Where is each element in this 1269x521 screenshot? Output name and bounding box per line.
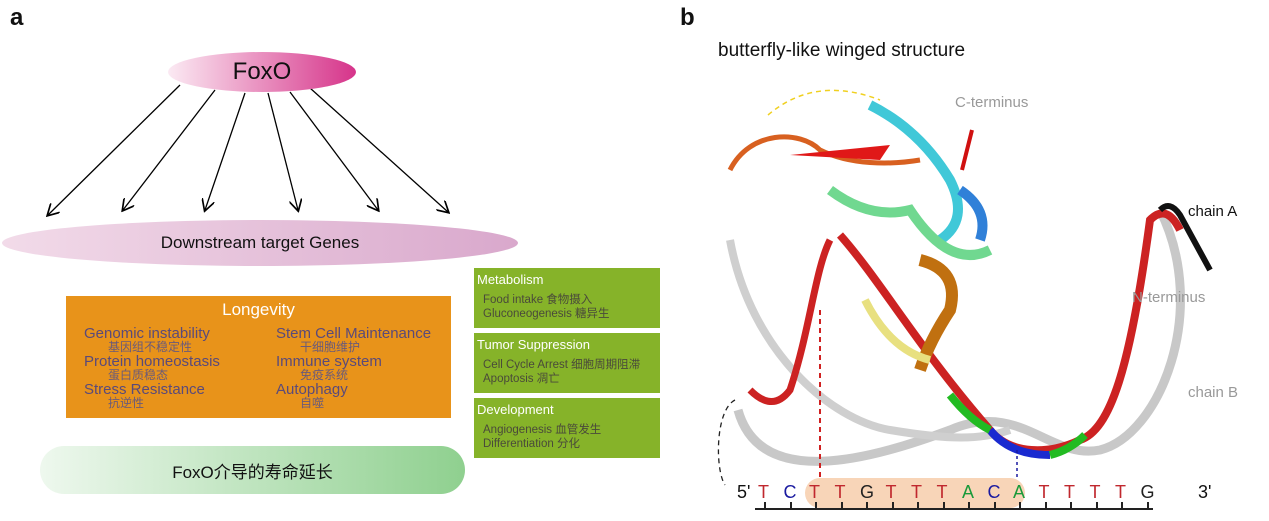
- metabolism-box: Metabolism Food intake 食物摄入 Gluconeogenes…: [474, 268, 660, 328]
- protein-loop: [727, 134, 921, 172]
- dna-backbone: [726, 239, 1012, 442]
- tick: [1146, 502, 1149, 509]
- longevity-item-zh: 抗逆性: [108, 396, 145, 410]
- chain-b-label: chain B: [1188, 384, 1239, 401]
- tick: [993, 502, 996, 509]
- nucleotide: T: [758, 482, 769, 502]
- tick: [789, 502, 792, 509]
- tick: [917, 502, 919, 509]
- tick: [1121, 502, 1123, 509]
- five-prime-label: 5': [737, 482, 751, 502]
- nucleotide: T: [1089, 482, 1101, 502]
- helix: [957, 185, 988, 242]
- three-prime-label: 3': [1198, 482, 1212, 502]
- box-line: Food intake 食物摄入: [483, 294, 593, 306]
- nucleotide: C: [783, 482, 797, 502]
- panel-a-label: a: [10, 4, 24, 31]
- helix: [861, 298, 932, 364]
- longevity-item-zh: 干细胞维护: [300, 340, 361, 354]
- dna-strand: [747, 238, 834, 405]
- box-line: Differentiation 分化: [483, 438, 580, 450]
- longevity-item: Protein homeostasis: [84, 353, 220, 370]
- development-box: Development Angiogenesis 血管发生 Differentia…: [474, 398, 660, 458]
- helix: [914, 254, 958, 372]
- arrow: [48, 84, 181, 215]
- box-title: Tumor Suppression: [477, 337, 590, 352]
- wing-arrow: [767, 89, 881, 116]
- box-title: Development: [477, 402, 554, 417]
- nucleotide: T: [1115, 482, 1126, 502]
- n-terminus-label: N-terminus: [1132, 289, 1206, 306]
- nucleotide: C: [987, 482, 1001, 502]
- longevity-item-zh: 免疫系统: [300, 368, 349, 382]
- helix: [827, 185, 993, 260]
- chain-a-end: [1157, 203, 1213, 272]
- tick: [1070, 502, 1072, 509]
- nucleotide: A: [1013, 482, 1026, 502]
- tick: [1095, 502, 1098, 509]
- tick: [942, 502, 945, 509]
- nucleotide: T: [936, 482, 948, 502]
- downstream-genes-node: Downstream target Genes: [2, 220, 518, 266]
- helix: [867, 100, 963, 245]
- tumor-suppression-box: Tumor Suppression Cell Cycle Arrest 细胞周期…: [474, 333, 660, 393]
- longevity-item: Stem Cell Maintenance: [276, 325, 432, 342]
- longevity-item: Genomic instability: [84, 325, 210, 342]
- arrow: [205, 92, 246, 210]
- foxo-node: FoxO: [168, 52, 356, 92]
- structure-title: butterfly-like winged structure: [718, 40, 966, 61]
- lifespan-extension-node: FoxO介导的寿命延长: [40, 446, 465, 494]
- nucleotide: A: [962, 482, 975, 502]
- longevity-item: Autophagy: [276, 381, 348, 398]
- longevity-item: Immune system: [276, 353, 382, 370]
- box-line: Gluconeogenesis 糖异生: [483, 308, 610, 320]
- longevity-item-zh: 蛋白质稳态: [108, 368, 169, 382]
- tick: [764, 502, 766, 509]
- box-line: Angiogenesis 血管发生: [483, 424, 602, 436]
- c-terminus-tail: [960, 129, 974, 171]
- nucleotide: T: [1038, 482, 1050, 502]
- nucleotide: T: [809, 482, 820, 502]
- dna-backbone-b: [733, 207, 1185, 466]
- longevity-item-zh: 基因组不稳定性: [108, 340, 193, 354]
- arrows: [0, 84, 660, 240]
- nucleotide: T: [911, 482, 922, 502]
- arrow: [289, 91, 378, 210]
- longevity-item: Stress Resistance: [84, 381, 205, 398]
- dna-segment-a: [1048, 432, 1088, 459]
- arrow: [123, 89, 216, 210]
- panel-b-label: b: [680, 4, 695, 31]
- tick: [1044, 502, 1047, 509]
- nucleotide: T: [834, 482, 846, 502]
- box-title: Metabolism: [477, 272, 544, 287]
- dna-segment-c: [986, 427, 1051, 459]
- tick: [866, 502, 868, 509]
- chain-a-label: chain A: [1188, 203, 1238, 220]
- tick: [1019, 502, 1021, 509]
- arrow: [309, 87, 448, 212]
- nucleotide: T: [885, 482, 897, 502]
- dashed-connector: [717, 399, 736, 486]
- box-line: Cell Cycle Arrest 细胞周期阻滞: [483, 359, 641, 371]
- nucleotide: G: [860, 482, 875, 502]
- beta-strand: [790, 145, 890, 160]
- nucleotide: T: [1064, 482, 1075, 502]
- c-terminus-label: C-terminus: [955, 94, 1029, 111]
- protein-dna-structure: [717, 89, 1213, 486]
- nucleotide: G: [1140, 482, 1155, 502]
- sequence-axis: [755, 508, 1153, 510]
- tick: [891, 502, 894, 509]
- tick: [968, 502, 970, 509]
- tick: [840, 502, 843, 509]
- longevity-title: Longevity: [222, 300, 295, 319]
- dna-segment-a: [946, 392, 992, 434]
- longevity-item-zh: 自噬: [300, 396, 325, 410]
- box-line: Apoptosis 凋亡: [483, 373, 560, 385]
- tick: [815, 502, 817, 509]
- arrow: [267, 92, 298, 210]
